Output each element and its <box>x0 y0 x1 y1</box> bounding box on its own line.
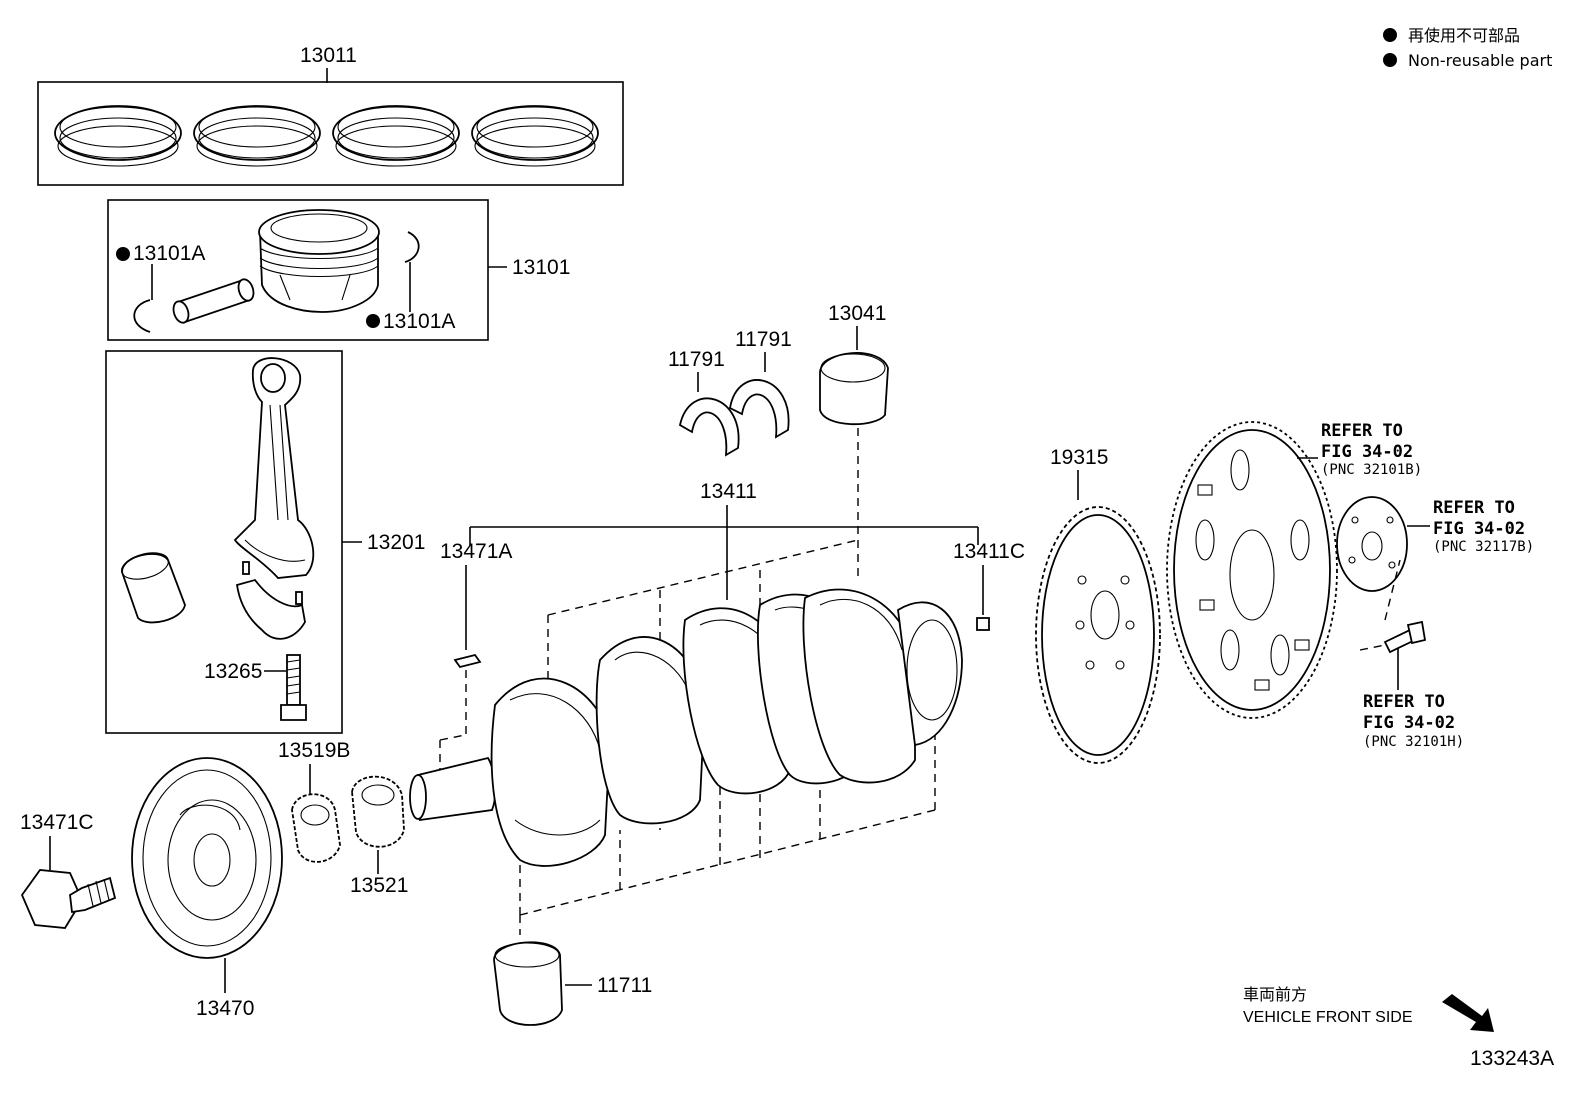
label-13101a-bottom[interactable]: 13101A <box>383 310 455 333</box>
ref2-line2: FIG 34-02 <box>1433 519 1525 539</box>
ref2-line1: REFER TO <box>1433 498 1515 518</box>
part-13101-piston[interactable]: 13101 13101A 13101A <box>107 199 570 341</box>
label-13411[interactable]: 13411 <box>700 480 757 503</box>
ring-set-1 <box>54 105 182 167</box>
ring-set-2 <box>193 105 321 167</box>
label-13521[interactable]: 13521 <box>350 874 408 897</box>
rod-cap <box>235 561 306 640</box>
direction-en: VEHICLE FRONT SIDE <box>1243 1009 1413 1026</box>
ref1-line2: FIG 34-02 <box>1321 442 1413 462</box>
spacer-plate-reference <box>1336 496 1430 592</box>
legend-en: Non-reusable part <box>1408 51 1552 70</box>
part-13471c-bolt[interactable]: 13471C <box>20 811 117 929</box>
connecting-rod <box>233 357 315 579</box>
figure-id: 133243A <box>1470 1047 1554 1070</box>
crankshaft-body <box>409 588 963 867</box>
label-13411c[interactable]: 13411C <box>953 540 1025 563</box>
ref3-line1: REFER TO <box>1363 692 1445 712</box>
ref-pnc-32101h[interactable]: REFER TO FIG 34-02 (PNC 32101H) <box>1363 692 1464 750</box>
part-13411-crankshaft[interactable]: 13411 13471A <box>409 480 1025 935</box>
label-13471a[interactable]: 13471A <box>440 540 512 563</box>
part-11791-thrust-washers[interactable]: 11791 11791 <box>668 328 792 457</box>
ref1-line1: REFER TO <box>1321 421 1403 441</box>
direction-jp: 車両前方 <box>1243 986 1307 1004</box>
legend: 再使用不可部品 Non-reusable part <box>1383 26 1552 70</box>
part-13521-gear[interactable]: 13521 <box>350 775 408 897</box>
label-13470[interactable]: 13470 <box>196 997 254 1020</box>
ref2-line3: (PNC 32117B) <box>1433 539 1534 555</box>
label-13101[interactable]: 13101 <box>512 256 570 279</box>
label-13519b[interactable]: 13519B <box>278 739 350 762</box>
part-19315-gear-plate[interactable]: 19315 <box>1035 446 1161 764</box>
part-13041-bearing[interactable]: 13041 <box>819 302 889 540</box>
non-reusable-dot-icon <box>366 314 380 328</box>
label-13201[interactable]: 13201 <box>367 531 425 554</box>
non-reusable-dot-icon <box>116 247 130 261</box>
label-11791-right[interactable]: 11791 <box>735 328 792 351</box>
part-13470-pulley[interactable]: 13470 <box>131 757 283 1020</box>
label-11791-left[interactable]: 11791 <box>668 348 725 371</box>
rod-bearing <box>121 552 186 624</box>
ref3-line3: (PNC 32101H) <box>1363 734 1464 750</box>
part-11711-bearing[interactable]: 11711 <box>493 941 652 1026</box>
label-13011[interactable]: 13011 <box>300 44 357 67</box>
part-13519b-gear[interactable]: 13519B <box>278 739 350 863</box>
rod-bolt <box>280 654 307 721</box>
legend-jp: 再使用不可部品 <box>1408 26 1520 45</box>
ref1-line3: (PNC 32101B) <box>1321 462 1422 478</box>
ref3-line2: FIG 34-02 <box>1363 713 1455 733</box>
ring-set-3 <box>332 105 460 167</box>
flywheel-reference <box>1166 421 1338 719</box>
part-13201-connecting-rod[interactable]: 13201 13265 <box>105 350 425 734</box>
label-19315[interactable]: 19315 <box>1050 446 1108 469</box>
label-11711[interactable]: 11711 <box>597 974 652 997</box>
ref-pnc-32117b[interactable]: REFER TO FIG 34-02 (PNC 32117B) <box>1433 498 1534 555</box>
label-13041[interactable]: 13041 <box>828 302 886 325</box>
label-13471c[interactable]: 13471C <box>20 811 94 834</box>
non-reusable-dot-icon <box>1383 53 1397 67</box>
non-reusable-dot-icon <box>1383 28 1397 42</box>
piston <box>258 209 380 313</box>
label-13265[interactable]: 13265 <box>204 660 262 683</box>
vehicle-front-direction: 車両前方 VEHICLE FRONT SIDE <box>1243 986 1494 1032</box>
part-13011-piston-rings[interactable]: 13011 <box>37 44 624 186</box>
ring-set-4 <box>471 105 599 167</box>
ref-pnc-32101b[interactable]: REFER TO FIG 34-02 (PNC 32101B) <box>1321 421 1422 478</box>
arrow-down-right-icon <box>1442 994 1494 1032</box>
piston-pin <box>172 278 255 324</box>
flywheel-bolt-reference <box>1359 559 1427 690</box>
label-13101a-top[interactable]: 13101A <box>133 242 205 265</box>
